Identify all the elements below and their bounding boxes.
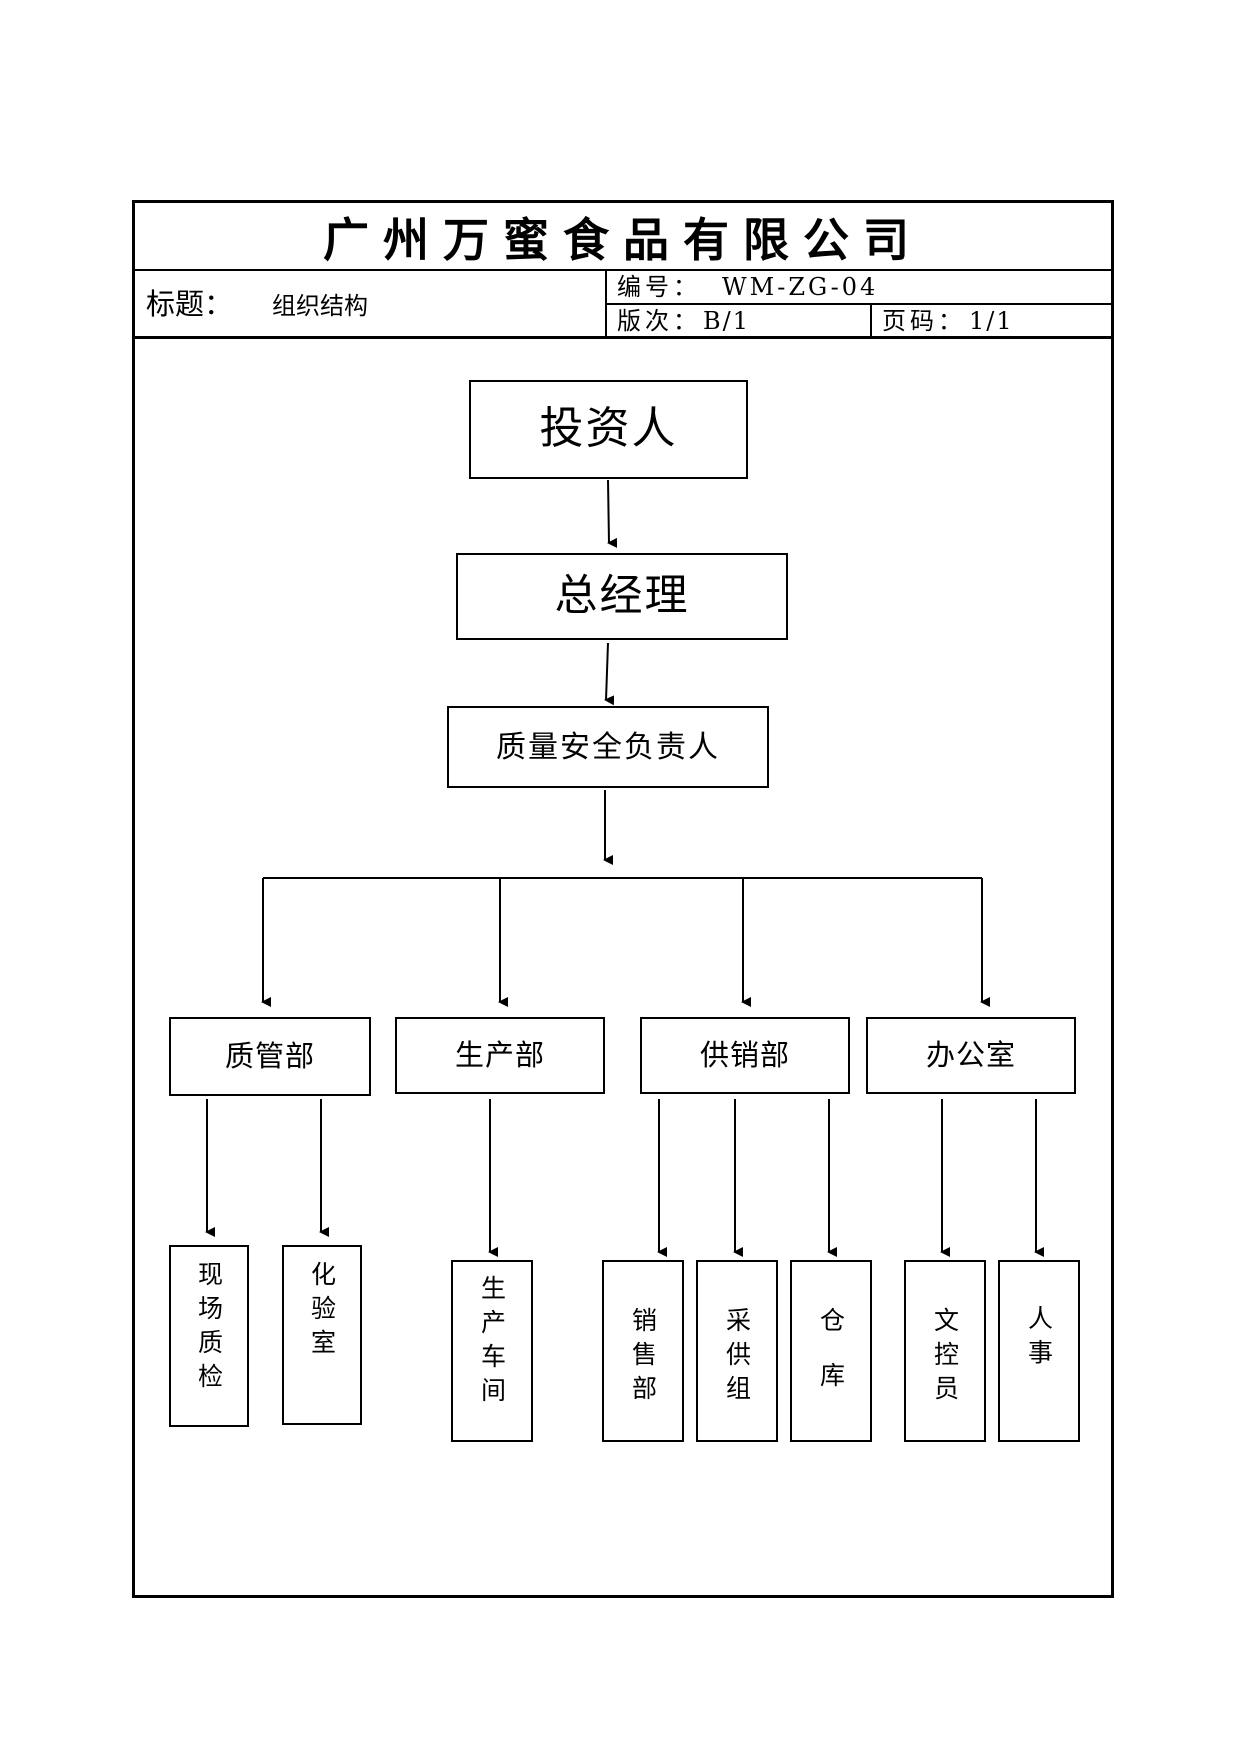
- node-purchasing-label: 采供组: [722, 1307, 752, 1409]
- version-value: B/1: [703, 307, 750, 335]
- node-laboratory-label: 化验室: [307, 1261, 337, 1363]
- node-dept-office: 办公室: [866, 1017, 1076, 1094]
- node-quality-safety-label: 质量安全负责人: [496, 729, 720, 765]
- doc-number-value: WM-ZG-04: [722, 273, 879, 301]
- node-dept-production-label: 生产部: [454, 1037, 545, 1072]
- header-divider-bottom: [135, 336, 1111, 339]
- header-divider-middle: [605, 303, 1111, 305]
- node-general-manager-label: 总经理: [554, 570, 690, 621]
- node-laboratory: 化验室: [282, 1245, 362, 1425]
- title-label: 标题：: [146, 287, 234, 321]
- node-document-control-label: 文控员: [930, 1307, 960, 1409]
- node-quality-safety: 质量安全负责人: [447, 706, 769, 788]
- node-dept-quality: 质管部: [169, 1017, 371, 1096]
- header-divider-page: [870, 303, 872, 338]
- node-hr: 人事: [998, 1260, 1080, 1442]
- node-document-control: 文控员: [904, 1260, 986, 1442]
- document-frame: [132, 200, 1114, 1598]
- node-dept-production: 生产部: [395, 1017, 605, 1094]
- page-label: 页码：: [882, 307, 966, 335]
- arrow-investor-to-gm: [607, 479, 618, 548]
- doc-number-label: 编号：: [617, 273, 701, 301]
- arrow-gm-to-quality: [604, 642, 615, 706]
- page-value: 1/1: [969, 307, 1014, 335]
- company-title: 广州万蜜食品有限公司: [323, 212, 923, 267]
- node-investor: 投资人: [469, 380, 748, 479]
- header-divider-top: [135, 269, 1111, 271]
- node-workshop: 生产车间: [451, 1260, 533, 1442]
- node-general-manager: 总经理: [456, 553, 788, 640]
- title-value: 组织结构: [272, 292, 368, 320]
- node-dept-sales: 供销部: [640, 1017, 850, 1094]
- node-investor-label: 投资人: [539, 403, 678, 455]
- node-hr-label: 人事: [1024, 1305, 1054, 1373]
- version-label: 版次：: [617, 307, 701, 335]
- node-dept-sales-label: 供销部: [699, 1037, 790, 1072]
- node-sales-dept: 销售部: [602, 1260, 684, 1442]
- node-warehouse: 仓库: [790, 1260, 872, 1442]
- node-warehouse-label: 仓库: [816, 1307, 846, 1417]
- node-dept-office-label: 办公室: [925, 1037, 1016, 1072]
- node-sales-dept-label: 销售部: [628, 1307, 658, 1409]
- node-dept-quality-label: 质管部: [224, 1038, 315, 1073]
- node-purchasing: 采供组: [696, 1260, 778, 1442]
- node-workshop-label: 生产车间: [477, 1275, 507, 1411]
- node-onsite-inspection: 现场质检: [169, 1245, 249, 1427]
- node-onsite-inspection-label: 现场质检: [194, 1261, 224, 1397]
